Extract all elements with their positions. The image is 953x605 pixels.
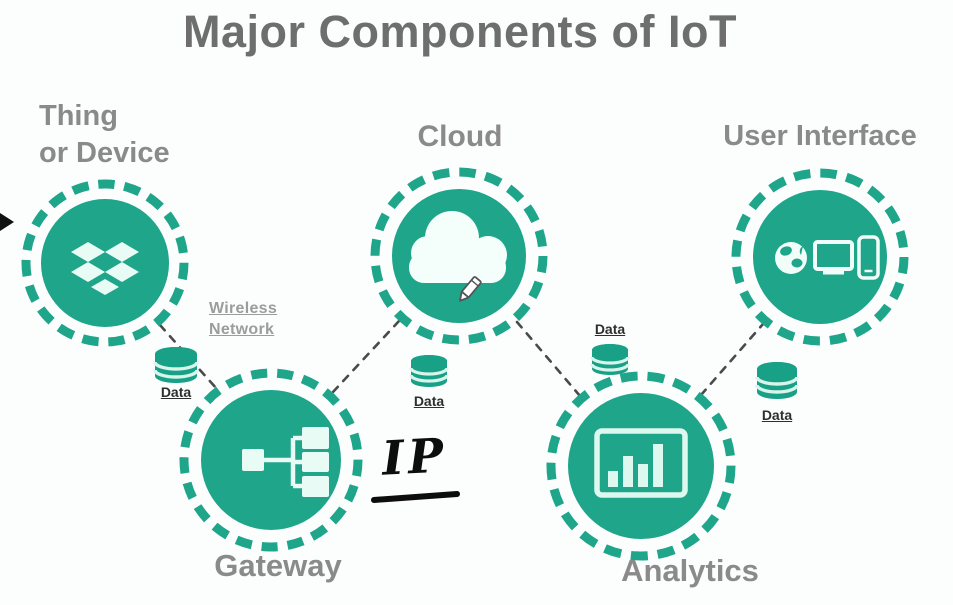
globe-icon bbox=[775, 242, 807, 274]
data-label-cloud: Data bbox=[413, 393, 445, 409]
thing-label-line2: or Device bbox=[39, 137, 170, 169]
connector-lines bbox=[158, 319, 765, 398]
connector-analytics-ui bbox=[699, 322, 765, 397]
wireless-label-line1: Wireless bbox=[209, 300, 278, 317]
data-label-analytics-right: Data bbox=[761, 407, 793, 423]
ip-handwritten-annotation: IP bbox=[380, 428, 449, 487]
data-label-analytics-left: Data bbox=[594, 321, 626, 337]
ip-underline-stroke bbox=[371, 491, 460, 503]
analytics-node-label: Analytics bbox=[621, 553, 759, 588]
cloud-node-label: Cloud bbox=[417, 120, 503, 153]
connector-gateway-cloud bbox=[331, 319, 401, 394]
thing-node-circle bbox=[21, 179, 189, 347]
network-hub-icon bbox=[242, 427, 329, 497]
smartphone-icon bbox=[857, 235, 880, 280]
pencil-cursor-icon bbox=[459, 276, 482, 302]
connector-cloud-analytics bbox=[515, 320, 582, 398]
connector-thing-gateway bbox=[158, 323, 218, 390]
database-icon bbox=[590, 344, 630, 375]
diagram-title: Major Components of IoT bbox=[183, 6, 737, 57]
wireless-network-label: Wireless Network bbox=[209, 298, 277, 340]
thing-node-label: Thing or Device bbox=[39, 98, 170, 172]
user-interface-node-circle bbox=[731, 168, 909, 346]
data-cylinders bbox=[153, 344, 799, 399]
gateway-node-circle bbox=[179, 368, 363, 552]
box-device-icon bbox=[71, 242, 139, 295]
gateway-node-label: Gateway bbox=[214, 548, 342, 583]
wireless-label-line2: Network bbox=[209, 321, 275, 338]
cloud-node-circle bbox=[370, 167, 548, 345]
thing-label-line1: Thing bbox=[39, 100, 118, 132]
bar-chart-icon bbox=[594, 428, 688, 498]
database-icon bbox=[409, 355, 449, 387]
database-icon bbox=[153, 347, 199, 383]
data-label-thing-gateway: Data bbox=[160, 384, 192, 400]
cloud-icon bbox=[409, 211, 507, 283]
database-icon bbox=[755, 362, 799, 399]
arrow-annotation-icon bbox=[0, 213, 14, 231]
monitor-icon bbox=[813, 240, 854, 275]
analytics-node-circle bbox=[546, 371, 736, 561]
user-interface-node-label: User Interface bbox=[723, 120, 917, 152]
